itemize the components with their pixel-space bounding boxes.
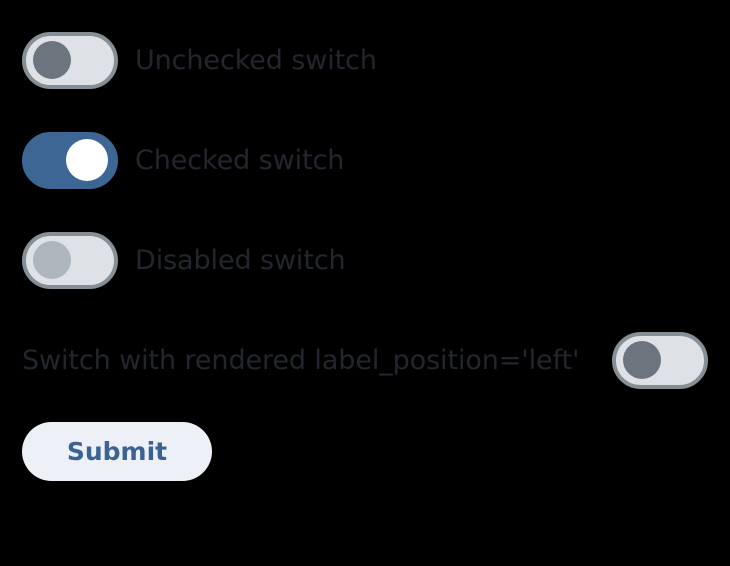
switch-field-label-left: Switch with rendered label_position='lef… xyxy=(22,330,708,390)
switch-checked-toggle[interactable] xyxy=(22,131,118,189)
submit-button[interactable]: Submit xyxy=(22,422,212,481)
switch-label-left-label: Switch with rendered label_position='lef… xyxy=(22,344,580,376)
switch-label-left-toggle[interactable] xyxy=(612,331,708,389)
switch-unchecked-label: Unchecked switch xyxy=(135,44,377,76)
switch-disabled-toggle xyxy=(22,231,118,289)
switch-field-checked: Checked switch xyxy=(22,130,344,190)
switch-field-disabled: Disabled switch xyxy=(22,230,346,290)
switch-thumb-icon xyxy=(623,341,661,379)
switch-disabled-label: Disabled switch xyxy=(135,244,346,276)
switch-thumb-icon xyxy=(33,41,71,79)
switch-field-unchecked: Unchecked switch xyxy=(22,30,377,90)
switch-thumb-icon xyxy=(33,241,71,279)
switch-checked-label: Checked switch xyxy=(135,144,345,176)
switch-thumb-icon xyxy=(66,139,108,181)
switch-unchecked-toggle[interactable] xyxy=(22,31,118,89)
